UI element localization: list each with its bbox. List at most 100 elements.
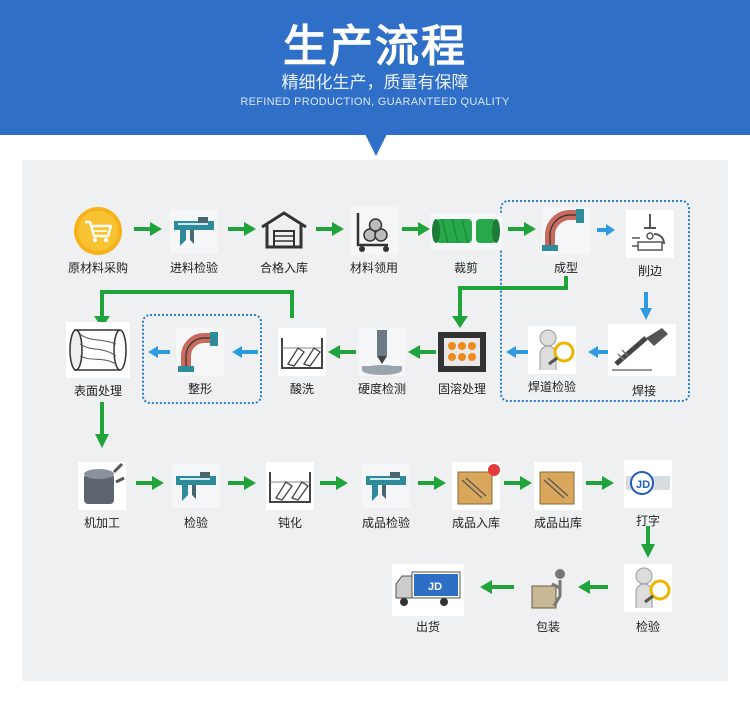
caliper-icon xyxy=(170,460,222,512)
step-label: 焊接 xyxy=(631,384,656,398)
page-tagline: REFINED PRODUCTION, GUARANTEED QUALITY xyxy=(240,96,510,108)
flow-arrow-right xyxy=(508,222,536,236)
flow-arrow-down-blue xyxy=(640,292,652,320)
step-weld-inspection: 焊道检验 xyxy=(512,324,592,404)
welding-icon xyxy=(608,324,676,376)
step-label: 包装 xyxy=(535,620,560,634)
storage-out-icon xyxy=(532,460,584,512)
hardness-tester-icon xyxy=(356,326,408,378)
flow-arrow-right xyxy=(134,222,162,236)
page-title: 生产流程 xyxy=(283,21,467,72)
svg-text:JD: JD xyxy=(636,479,650,491)
group-shaping xyxy=(142,314,262,404)
step-qualified-storage: 合格入库 xyxy=(244,205,324,285)
flow-arrow-down xyxy=(641,526,655,558)
step-label: 打字 xyxy=(635,514,660,528)
elbow-forming-icon xyxy=(540,205,592,257)
step-label: 焊道检验 xyxy=(527,380,576,394)
step-machining: 机加工 xyxy=(62,460,142,540)
step-label: 表面处理 xyxy=(73,384,122,398)
marking-logo-icon: JD xyxy=(622,458,674,510)
step-label: 固溶处理 xyxy=(437,382,486,396)
step-shipping: JD 出货 xyxy=(388,564,468,644)
step-label: 进料检验 xyxy=(169,261,218,275)
pickling-tank-icon xyxy=(276,326,328,378)
flow-arrow-left xyxy=(408,345,436,359)
step-label: 检验 xyxy=(635,620,660,634)
header-banner: 生产流程 精细化生产，质量有保障 REFINED PRODUCTION, GUA… xyxy=(0,0,750,135)
flow-arrow-right xyxy=(228,222,256,236)
flow-arrow-left-blue xyxy=(588,346,610,358)
elbow-shaping-icon xyxy=(174,326,226,378)
step-beveling: 削边 xyxy=(610,208,690,288)
step-label: 裁剪 xyxy=(453,261,478,275)
step-cutting: 裁剪 xyxy=(426,205,506,285)
step-surface-treatment: 表面处理 xyxy=(58,322,138,402)
flow-arrow-right xyxy=(228,476,256,490)
flow-arrow-right xyxy=(136,476,164,490)
flow-arrow-down xyxy=(95,402,109,448)
flow-arrow-right xyxy=(504,476,532,490)
flow-arrow-right xyxy=(320,476,348,490)
svg-text:JD: JD xyxy=(428,581,442,593)
flow-arrow-left-blue xyxy=(506,346,528,358)
step-label: 硬度检测 xyxy=(357,382,406,396)
inspector-magnifier-icon xyxy=(622,562,674,614)
step-finished-storage-in: 成品入库 xyxy=(436,460,516,540)
caliper-icon xyxy=(168,205,220,257)
step-label: 材料领用 xyxy=(349,261,398,275)
caliper-icon xyxy=(360,460,412,512)
step-raw-material-purchase: 原材料采购 xyxy=(58,205,138,285)
page-subtitle: 精细化生产，质量有保障 xyxy=(281,73,469,93)
step-final-inspection: 成品检验 xyxy=(346,460,426,540)
furnace-icon xyxy=(436,326,488,378)
step-label: 合格入库 xyxy=(259,261,308,275)
flow-arrow-left-blue xyxy=(232,346,258,358)
step-pickling: 酸洗 xyxy=(262,326,342,406)
packing-box-icon xyxy=(522,564,574,616)
storage-in-icon xyxy=(450,460,502,512)
flow-arrow-left xyxy=(480,580,514,594)
step-label: 原材料采购 xyxy=(67,261,128,275)
step-label: 成品入库 xyxy=(451,516,500,530)
step-label: 成型 xyxy=(553,261,578,275)
step-finished-storage-out: 成品出库 xyxy=(518,460,598,540)
step-inspection: 检验 xyxy=(156,460,236,540)
step-label: 整形 xyxy=(187,382,212,396)
flow-arrow-right xyxy=(402,222,430,236)
step-forming: 成型 xyxy=(526,205,606,285)
flow-arrow-right xyxy=(418,476,446,490)
step-marking: JD 打字 xyxy=(608,458,688,538)
passivation-tank-icon xyxy=(264,460,316,512)
step-label: 出货 xyxy=(415,620,440,634)
step-packing: 包装 xyxy=(508,564,588,644)
inspector-magnifier-icon xyxy=(526,324,578,376)
step-final-check: 检验 xyxy=(608,562,688,642)
header-pointer xyxy=(365,134,387,156)
flow-arrow-right-blue xyxy=(597,224,615,236)
flow-arrow-right xyxy=(316,222,344,236)
beveling-machine-icon xyxy=(624,208,676,260)
flow-arrow-left-blue xyxy=(148,346,170,358)
step-hardness-testing: 硬度检测 xyxy=(342,326,422,406)
flow-arrow-left xyxy=(578,580,608,594)
flow-arrow-left xyxy=(328,345,356,359)
step-label: 成品出库 xyxy=(533,516,582,530)
pipe-cart-icon xyxy=(348,205,400,257)
step-welding: 焊接 xyxy=(604,324,684,404)
step-incoming-inspection: 进料检验 xyxy=(154,205,234,285)
step-solution-treatment: 固溶处理 xyxy=(422,326,502,406)
step-material-requisition: 材料领用 xyxy=(334,205,414,285)
delivery-truck-icon: JD xyxy=(392,564,464,616)
step-label: 钝化 xyxy=(277,516,302,530)
step-shaping: 整形 xyxy=(160,326,240,406)
step-label: 酸洗 xyxy=(289,382,314,396)
step-label: 机加工 xyxy=(83,516,120,530)
flow-arrow-right xyxy=(586,476,614,490)
shopping-cart-icon xyxy=(72,205,124,257)
step-passivation: 钝化 xyxy=(250,460,330,540)
step-label: 削边 xyxy=(637,264,662,278)
warehouse-icon xyxy=(258,205,310,257)
step-label: 成品检验 xyxy=(361,516,410,530)
